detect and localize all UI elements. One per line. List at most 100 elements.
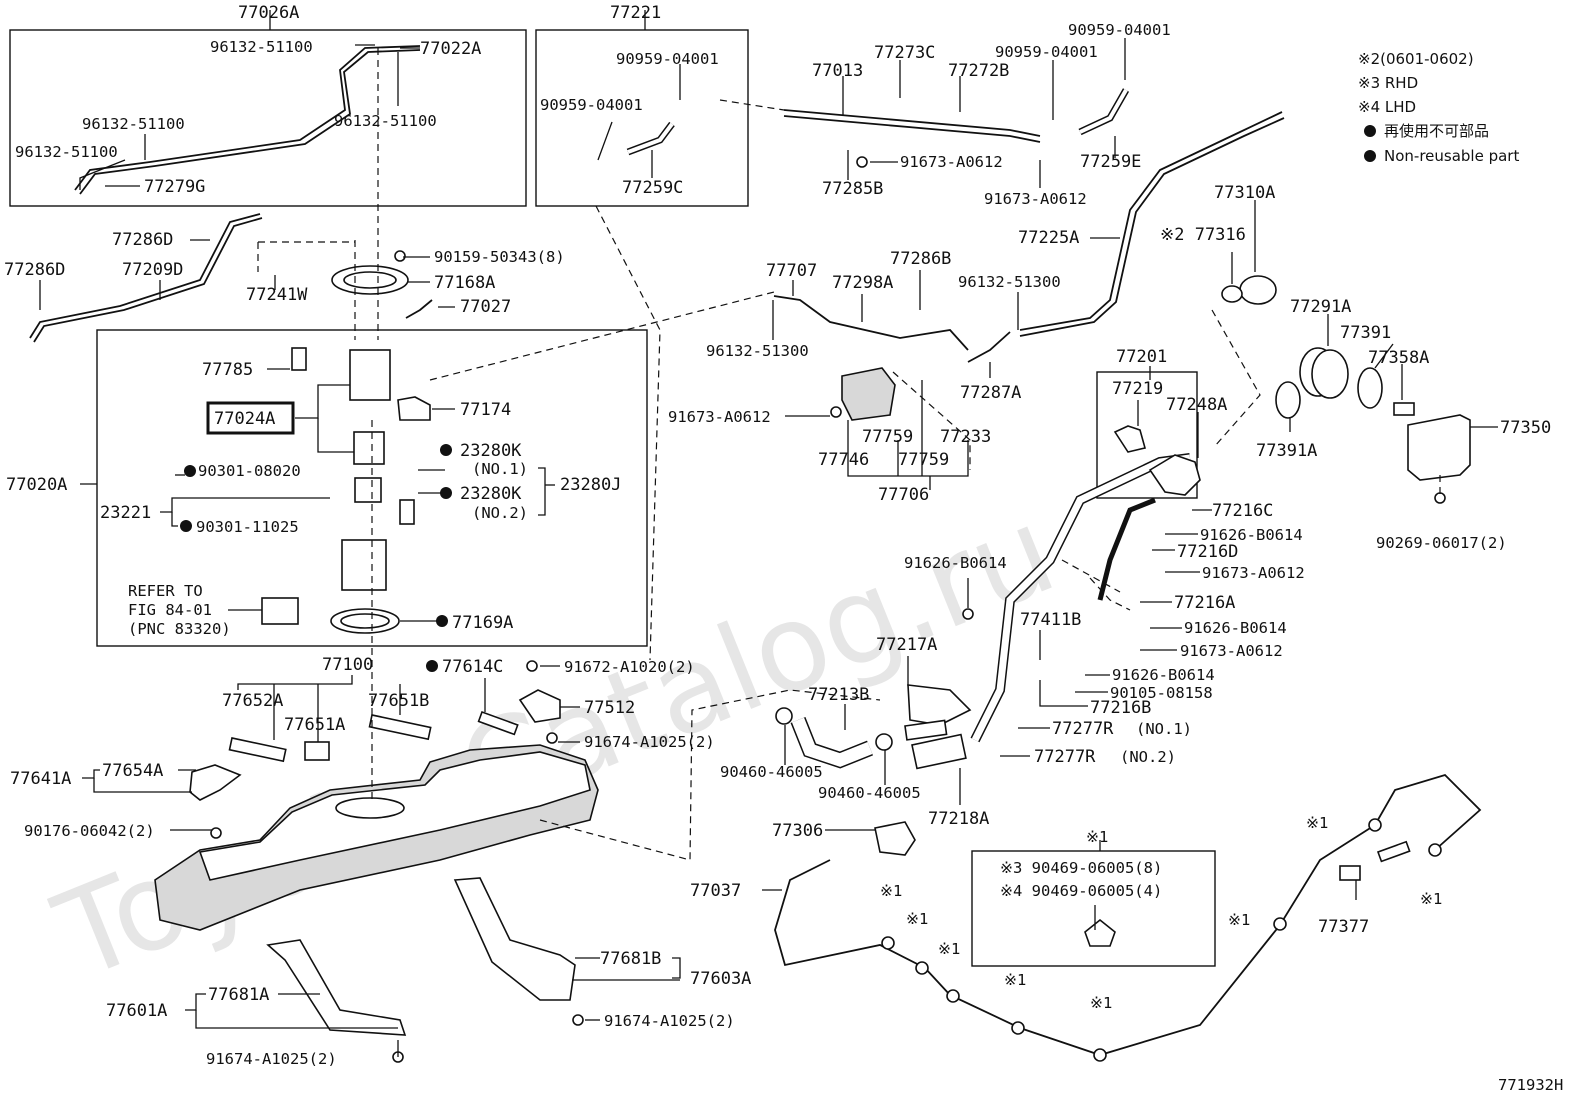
bolt-d (572, 1014, 584, 1026)
label-77391A: 77391A (1256, 441, 1317, 461)
label-91626-B0614-d: 91626-B0614 (1112, 666, 1215, 684)
label-91674-A1025-c: 91674-A1025(2) (206, 1050, 337, 1068)
label-90301-08020: 90301-08020 (198, 462, 301, 480)
tube-77287A (967, 331, 1011, 363)
tube-77013 (783, 109, 1041, 137)
label-90269-06017: 90269-06017(2) (1376, 534, 1507, 552)
clamp-90460b (875, 733, 893, 751)
label-77651B: 77651B (368, 691, 429, 711)
label-no1: (NO.1) (472, 460, 528, 478)
pump-filter (353, 431, 385, 465)
regulator (399, 499, 415, 525)
label-77654A: 77654A (102, 761, 163, 781)
label-77026A: 77026A (238, 3, 299, 23)
dash-n (892, 371, 971, 470)
bolt-j (394, 250, 406, 262)
label-90959-04001-b: 90959-04001 (540, 96, 643, 114)
legend-line1: ※2(0601-0602) (1358, 50, 1474, 68)
label-77013: 77013 (812, 61, 863, 81)
clip-90469 (1084, 918, 1116, 947)
label-77411B: 77411B (1020, 610, 1081, 630)
bolt-c (546, 732, 558, 744)
bracket-77512 (518, 689, 561, 723)
protector-77217A (907, 684, 972, 726)
label-90959-04001-d: 90959-04001 (1068, 21, 1171, 39)
label-77298A: 77298A (832, 273, 893, 293)
clamp-90460a (775, 707, 793, 725)
label-77681B: 77681B (600, 949, 661, 969)
cable-clip-7 (1368, 818, 1382, 832)
label-77221: 77221 (610, 3, 661, 23)
tube-77225A (1019, 111, 1283, 331)
label-77614C: 77614C (442, 657, 503, 677)
label-77259C: 77259C (622, 178, 683, 198)
box-77024A-highlight[interactable] (206, 401, 295, 435)
label-23221: 23221 (100, 503, 151, 523)
ring-77316 (1221, 285, 1243, 303)
label-91626-B0614-b: 91626-B0614 (904, 554, 1007, 572)
label-77218A: 77218A (928, 809, 989, 829)
label-77746: 77746 (818, 450, 869, 470)
tube-77027 (405, 299, 433, 319)
cable-clip-5 (1093, 1048, 1107, 1062)
label-91673-A0612-a: 91673-A0612 (900, 153, 1003, 171)
sensor-77785 (291, 347, 307, 371)
bolt-b (526, 660, 538, 672)
label-77291A: 77291A (1290, 297, 1351, 317)
label-77706: 77706 (878, 485, 929, 505)
label-91626-B0614-c: 91626-B0614 (1184, 619, 1287, 637)
label-77641A: 77641A (10, 769, 71, 789)
label-90301-11025: 90301-11025 (196, 518, 299, 536)
label-91674-A1025-a: 91674-A1025(2) (584, 733, 715, 751)
label-77217A: 77217A (876, 635, 937, 655)
label-90959-04001-c: 90959-04001 (995, 43, 1098, 61)
label-77279G: 77279G (144, 177, 205, 197)
refer-line2: FIG 84-01 (128, 601, 212, 619)
fuel-tank-top (198, 751, 591, 881)
label-77277R-2: 77277R (1034, 747, 1096, 767)
ring-77391A (1275, 381, 1301, 419)
leader-lines (39, 10, 1498, 1057)
label-77287A: 77287A (960, 383, 1021, 403)
label-77759-b: 77759 (898, 450, 949, 470)
label-77100: 77100 (322, 655, 373, 675)
clip-box-line2: ※4 90469-06005(4) (1000, 882, 1162, 900)
label-77174: 77174 (460, 400, 511, 420)
marker-6: ※1 (1228, 911, 1250, 929)
dash-i (539, 689, 881, 861)
label-77216B: 77216B (1090, 698, 1151, 718)
hose-77259E-in (1079, 89, 1128, 134)
refer-line3: (PNC 83320) (128, 620, 231, 638)
tube-77209D-b (33, 217, 263, 343)
label-77286D-b: 77286D (4, 260, 65, 280)
label-77219: 77219 (1112, 379, 1163, 399)
label-77306: 77306 (772, 821, 823, 841)
retainer-77168A-inner (343, 271, 397, 289)
strap-77681A (266, 939, 407, 1036)
label-77707: 77707 (766, 261, 817, 281)
label-77027: 77027 (460, 297, 511, 317)
label-77168A: 77168A (434, 273, 495, 293)
legend-line3: ※4 LHD (1358, 98, 1416, 116)
hinge-77358A (1393, 402, 1415, 416)
cable-clip-6 (1273, 917, 1287, 931)
breather-pipe (1097, 497, 1156, 601)
clip-box-line1: ※3 90469-06005(8) (1000, 859, 1162, 877)
pad-77614C (477, 710, 519, 736)
label-91673-A0612-c: 91673-A0612 (668, 408, 771, 426)
legend-line4: 再使用不可部品 (1384, 122, 1489, 140)
label-23280K-2: 23280K (460, 484, 522, 504)
tube-77026A (74, 45, 421, 191)
bolt-g (856, 156, 868, 168)
label-77601A: 77601A (106, 1001, 167, 1021)
label-91672-A1020: 91672-A1020(2) (564, 658, 695, 676)
label-77024A[interactable]: 77024A (214, 409, 275, 429)
pump-77024A (349, 349, 391, 401)
protector-77654A (189, 764, 242, 801)
label-77037: 77037 (690, 881, 741, 901)
lock-77377 (1339, 865, 1361, 881)
box-77221 (535, 29, 749, 207)
label-96132-51100-d: 96132-51100 (15, 143, 118, 161)
marker-8: ※1 (1420, 890, 1442, 908)
label-77277R-1: 77277R (1052, 719, 1114, 739)
